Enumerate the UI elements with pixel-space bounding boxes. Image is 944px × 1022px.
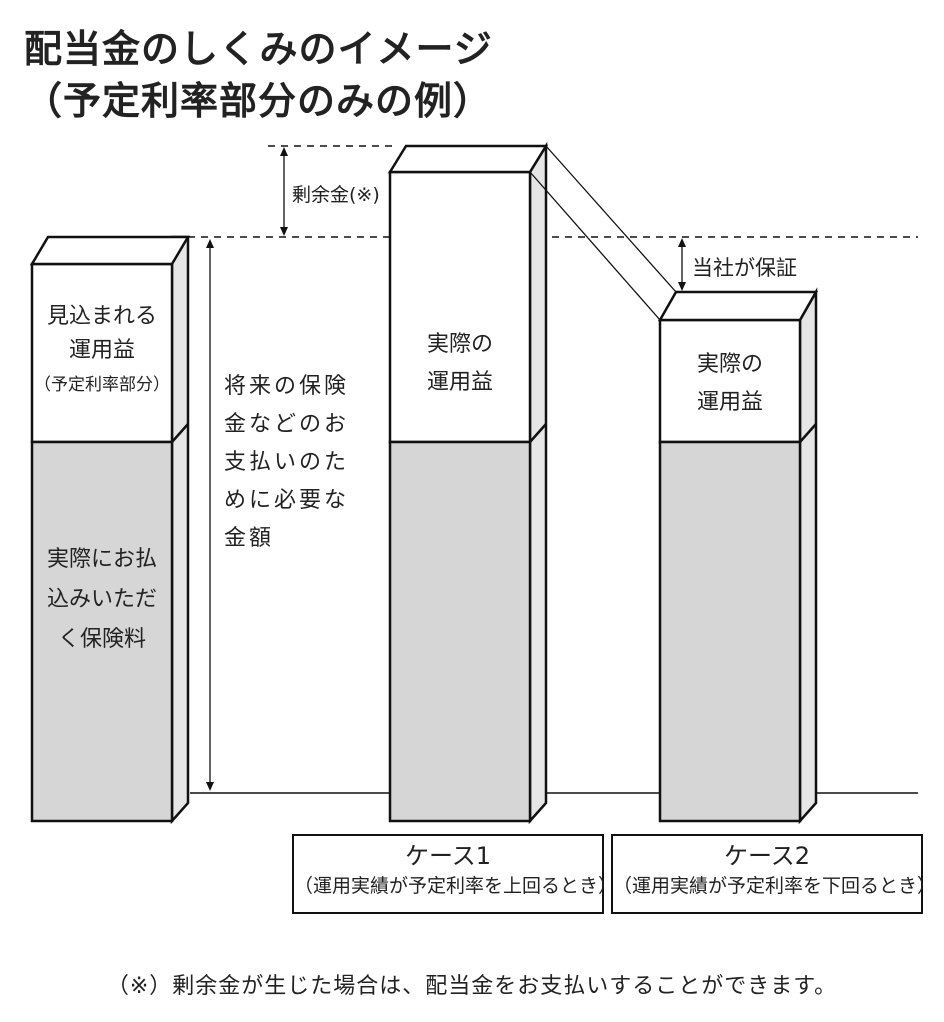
case-1-box: ケース1 （運用実績が予定利率を上回るとき） — [292, 834, 618, 914]
left-top-line-1: 見込まれる — [46, 304, 157, 329]
case-2-top-line-1: 実際の — [696, 352, 763, 377]
required-amount-line-5: 金額 — [224, 526, 275, 551]
required-amount-line-4: めに必要な — [224, 488, 350, 513]
title-line-2: （予定利率部分のみの例） — [24, 79, 493, 123]
bar-expected — [29, 235, 191, 825]
case-2-top-line-2: 運用益 — [696, 390, 763, 415]
connector-top — [545, 145, 677, 293]
surplus-label: 剰余金(※) — [292, 184, 380, 206]
left-bottom-label: 実際にお払 込みいただ く保険料 — [32, 540, 172, 660]
connector-front — [529, 171, 661, 321]
bar-case-1 — [387, 141, 549, 825]
left-bottom-line-2: 込みいただ — [46, 587, 157, 612]
case-1-subtitle: （運用実績が予定利率を上回るとき） — [294, 875, 618, 897]
bar-case-2 — [657, 287, 819, 825]
case-1-name: ケース1 — [404, 842, 492, 870]
left-bottom-line-1: 実際にお払 — [46, 547, 157, 572]
case-2-name: ケース2 — [723, 842, 811, 870]
left-top-label: 見込まれる 運用益 （予定利率部分） — [32, 300, 172, 402]
left-top-line-3: （予定利率部分） — [34, 375, 170, 395]
case-2-subtitle: （運用実績が予定利率を下回るとき） — [613, 875, 937, 897]
case-1-top-line-1: 実際の — [426, 332, 493, 357]
required-amount-label: 将来の保険 金などのお 支払いのた めに必要な 金額 — [224, 368, 349, 558]
required-amount-line-1: 将来の保険 — [224, 374, 350, 399]
required-amount-arrow — [206, 239, 214, 791]
title-line-1: 配当金のしくみのイメージ — [24, 27, 493, 71]
left-top-line-2: 運用益 — [68, 338, 135, 363]
guarantee-arrow — [678, 238, 686, 291]
case-1-top-line-2: 運用益 — [426, 370, 493, 395]
left-bottom-line-3: く保険料 — [57, 627, 146, 652]
footnote: （※）剰余金が生じた場合は、配当金をお支払いすることができます。 — [106, 974, 838, 999]
case-2-box: ケース2 （運用実績が予定利率を下回るとき） — [611, 834, 937, 914]
case-2-top-label: 実際の 運用益 — [660, 346, 800, 422]
surplus-arrow — [280, 147, 288, 236]
guarantee-label: 当社が保証 — [692, 256, 797, 280]
required-amount-line-3: 支払いのた — [224, 450, 350, 475]
case-1-top-label: 実際の 運用益 — [390, 326, 530, 402]
required-amount-line-2: 金などのお — [224, 412, 350, 437]
